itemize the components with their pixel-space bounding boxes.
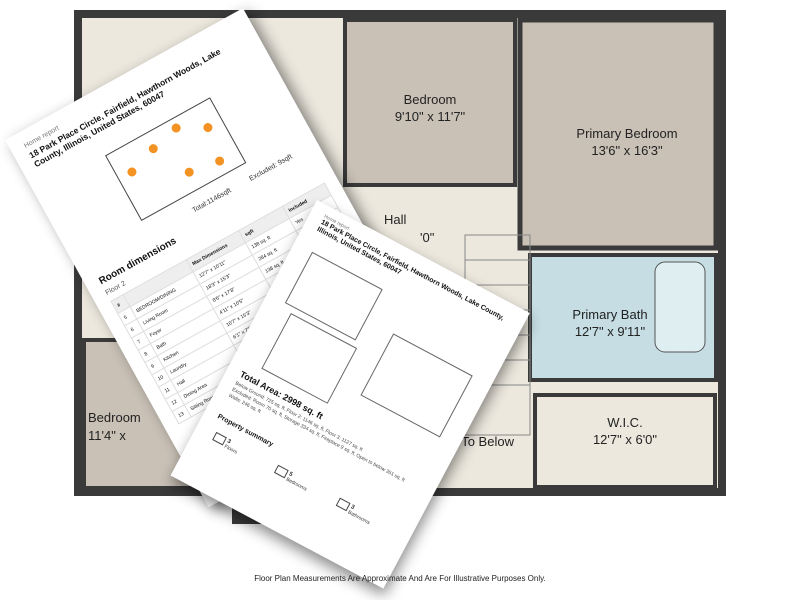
total-sqft: Total:1146sqft [191, 187, 233, 215]
room-name: W.I.C. [607, 415, 642, 430]
room-name: Bedroom [88, 410, 141, 425]
disclaimer: Floor Plan Measurements Are Approximate … [254, 574, 546, 583]
room-name: Hall [384, 212, 407, 227]
wic-room [533, 393, 717, 489]
room-name: Primary Bath [572, 307, 647, 322]
primary-bedroom-room [517, 17, 719, 251]
room-dims: 13'6" x 16'3" [591, 143, 663, 158]
room-dims: '0" [420, 230, 435, 245]
excluded-sqft: Excluded: 9sqft [248, 153, 294, 183]
room-name: Primary Bedroom [576, 126, 677, 141]
bedroom-room [343, 18, 517, 187]
room-dims: 12'7" x 6'0" [593, 432, 657, 447]
room-dims: 9'10" x 11'7" [395, 109, 466, 124]
bathtub [654, 261, 706, 353]
room-dims: 11'4" x [88, 428, 126, 443]
floor-plan-thumbnail-3 [360, 333, 473, 438]
room-dims: 12'7" x 9'11" [575, 324, 646, 339]
room-name: Bedroom [404, 92, 457, 107]
